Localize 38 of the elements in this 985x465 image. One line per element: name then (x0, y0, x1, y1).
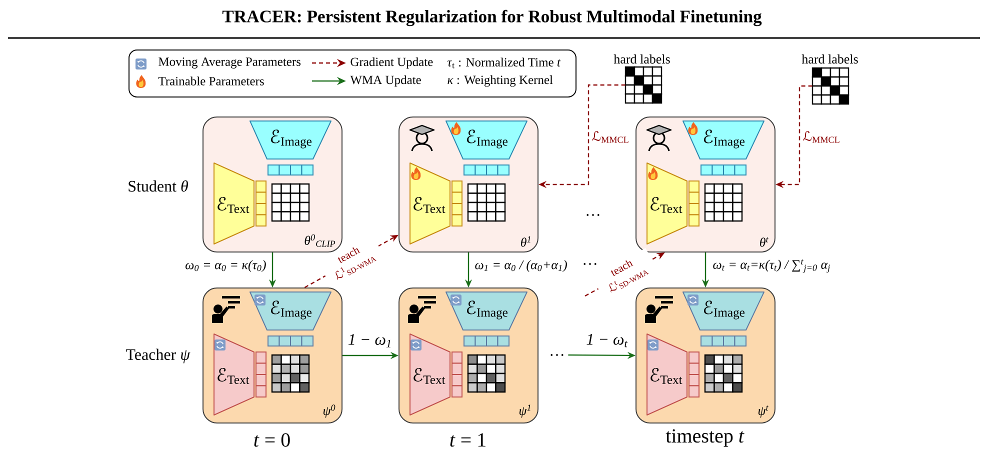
text-encoder: ℰ$_{Text}$ (214, 334, 254, 416)
legend-label: Moving Average Parameters (158, 58, 301, 68)
row-label: Teacher ψ (126, 348, 190, 364)
image-encoder: ℰ$_{Image}$ (446, 292, 528, 330)
text-encoder: ℰ$_{Text}$ (646, 334, 688, 416)
ellipsis: … (550, 354, 564, 356)
legend-label: κ : Weighting Kernel (448, 75, 553, 87)
image-encoder: ℰ$_{Image}$ (250, 292, 332, 330)
edge-label: ℒ$_{MMCL}$ (592, 131, 628, 143)
text-encoder: ℰ$_{Text}$ (646, 162, 688, 244)
text-encoder: ℰ$_{Text}$ (410, 334, 450, 416)
edge-label: ω$_{t}$ = α$_{t}$=κ(τ$_{t}$) / ∑$^{t}$$_{j=0}$ α$_{j}$ (713, 259, 830, 273)
image-encoder: ℰ$_{Image}$ (446, 120, 528, 160)
timestep-label: t = 1 (450, 433, 486, 447)
node-label: hard labels (614, 54, 670, 64)
edge-label: ω$_{0}$ = α$_{0}$ = κ(τ$_{0}$) (186, 260, 266, 272)
edge-label: 1 − ω$_{1}$ (348, 334, 390, 348)
edge-label: ℒ$_{MMCL}$ (803, 131, 840, 143)
timestep-label: t = 0 (254, 433, 290, 447)
timestep-label: timestep t (666, 429, 744, 447)
ellipsis: … (586, 214, 600, 216)
text-encoder: ℰ$_{Text}$ (410, 162, 450, 244)
label-matrix: hard labels (802, 54, 858, 105)
edge-label: 1 − ω$_{t}$ (586, 334, 628, 348)
ellipsis: … (584, 263, 596, 265)
title: TRACER: Persistent Regularization for Robust Multimodal Finetuning (222, 10, 762, 26)
image-encoder: ℰ$_{Image}$ (682, 292, 764, 330)
text-encoder: ℰ$_{Text}$ (214, 162, 254, 244)
row-label: Student θ (128, 180, 188, 192)
legend-label: τ$_{t}$ : Normalized Time t (448, 58, 561, 68)
image-encoder: ℰ$_{Image}$ (250, 120, 332, 160)
legend-label: Trainable Parameters (158, 76, 264, 86)
image-encoder: ℰ$_{Image}$ (682, 120, 764, 160)
node-label: hard labels (802, 54, 858, 64)
label-matrix: hard labels (614, 54, 670, 104)
legend-label: WMA Update (350, 75, 421, 87)
legend-label: Gradient Update (350, 57, 433, 69)
edge-label: ω$_{1}$ = α$_{0}$ / (α$_{0}$+α$_{1}$) (475, 260, 567, 272)
